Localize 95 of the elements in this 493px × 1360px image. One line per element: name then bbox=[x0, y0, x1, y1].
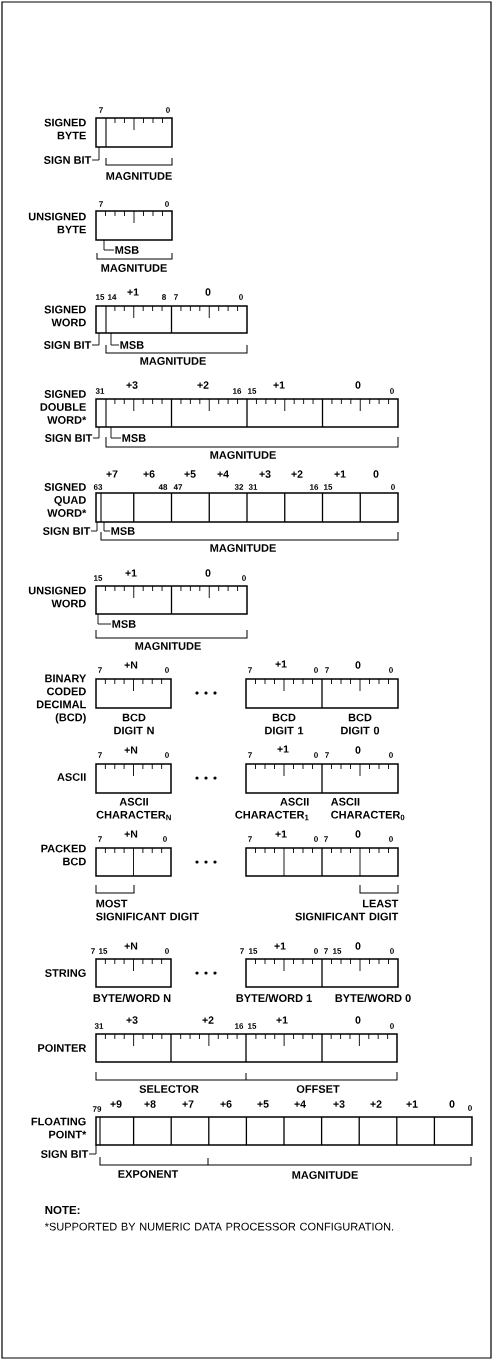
byte-number: +N bbox=[124, 746, 138, 754]
field-label: BYTE/WORD 0 bbox=[335, 993, 411, 1003]
leader-line bbox=[110, 426, 122, 439]
field-label: BYTE/WORD N bbox=[93, 993, 171, 1003]
bit-number: 63 bbox=[93, 484, 103, 490]
leader-line bbox=[90, 521, 98, 532]
leader-line bbox=[97, 613, 112, 625]
leader-label: SIGN BIT bbox=[42, 527, 91, 535]
data-type-label: PACKED BCD bbox=[41, 844, 86, 866]
byte-number: +3 bbox=[259, 470, 271, 478]
leader-label: MSB bbox=[122, 434, 146, 442]
bit-number: 79 bbox=[92, 1106, 102, 1112]
register-drawing bbox=[95, 210, 173, 241]
bit-number: 7 bbox=[91, 948, 95, 954]
field-label: MAGNITUDE bbox=[210, 544, 276, 552]
byte-number: +2 bbox=[291, 470, 303, 478]
field-label: SELECTOR bbox=[139, 1085, 199, 1093]
byte-number: +1 bbox=[275, 830, 287, 838]
leader-line bbox=[91, 332, 100, 346]
data-type-label: STRING bbox=[45, 969, 86, 977]
byte-number: +N bbox=[124, 830, 138, 838]
field-label: BYTE/WORD 1 bbox=[236, 993, 312, 1003]
register-drawing bbox=[95, 847, 172, 877]
leader-label: SIGN BIT bbox=[43, 341, 92, 349]
leader-label: SIGN BIT bbox=[40, 1150, 89, 1158]
register-drawing bbox=[95, 1033, 398, 1063]
field-label: MAGNITUDE bbox=[292, 1171, 358, 1179]
byte-number: +1 bbox=[276, 1016, 288, 1024]
note-text: *SUPPORTED BY NUMERIC DATA PROCESSOR CONFIGURATION. bbox=[44, 1222, 394, 1231]
field-label: LEAST SIGNIFICANT DIGIT bbox=[295, 899, 399, 921]
field-label: OFFSET bbox=[296, 1085, 340, 1093]
byte-number: 0 bbox=[205, 288, 211, 296]
byte-number: +1 bbox=[334, 470, 346, 478]
leader-label: SIGN BIT bbox=[44, 434, 93, 442]
register-drawing bbox=[95, 763, 172, 794]
field-label: ASCII CHARACTER$_{0}$ bbox=[330, 797, 405, 821]
byte-number: +3 bbox=[126, 381, 138, 389]
register-drawing bbox=[245, 847, 399, 877]
byte-number: +1 bbox=[273, 381, 285, 389]
byte-number: +2 bbox=[202, 1016, 214, 1024]
field-label: BCD DIGIT N bbox=[114, 713, 154, 735]
register-drawing bbox=[95, 1116, 473, 1146]
register-drawing bbox=[95, 305, 248, 334]
byte-number: +4 bbox=[217, 470, 229, 478]
byte-number: +1 bbox=[275, 660, 287, 668]
leader-line bbox=[103, 521, 111, 532]
leader-label: MSB bbox=[115, 246, 139, 254]
register-drawing bbox=[95, 492, 399, 523]
field-label: MAGNITUDE bbox=[210, 451, 276, 459]
leader-line bbox=[91, 146, 100, 161]
register-drawing bbox=[95, 958, 172, 988]
byte-number: +2 bbox=[197, 381, 209, 389]
leader-line bbox=[92, 426, 100, 439]
bit-number: 15 bbox=[94, 575, 103, 581]
byte-number: +3 bbox=[126, 1016, 138, 1024]
register-drawing bbox=[245, 763, 399, 794]
register-drawing bbox=[245, 958, 399, 988]
byte-number: 0 bbox=[355, 381, 361, 389]
data-type-label: ASCII bbox=[57, 773, 86, 781]
leader-label: MSB bbox=[112, 620, 136, 628]
field-label: MAGNITUDE bbox=[135, 642, 201, 650]
byte-number: +1 bbox=[127, 288, 139, 296]
leader-line bbox=[110, 332, 120, 346]
field-label: MAGNITUDE bbox=[101, 264, 167, 272]
byte-number: +1 bbox=[277, 745, 289, 753]
byte-number: 0 bbox=[355, 830, 361, 838]
leader-line bbox=[88, 1144, 97, 1155]
byte-number: +6 bbox=[143, 470, 155, 478]
register-drawing bbox=[95, 585, 248, 615]
byte-number: +7 bbox=[106, 470, 118, 478]
register-drawing bbox=[245, 678, 399, 709]
data-type-label: FLOATING POINT* bbox=[31, 1117, 87, 1139]
byte-number: +5 bbox=[184, 470, 196, 478]
field-label: ASCII CHARACTER$_{1}$ bbox=[235, 797, 309, 821]
leader-label: MSB bbox=[111, 527, 135, 535]
byte-number: 0 bbox=[355, 661, 361, 669]
byte-number: 0 bbox=[355, 746, 361, 754]
leader-label: MSB bbox=[120, 341, 144, 349]
field-label: MAGNITUDE bbox=[106, 172, 172, 180]
register-drawing bbox=[95, 398, 399, 428]
leader-label: SIGN BIT bbox=[43, 156, 92, 164]
byte-number: 0 bbox=[373, 470, 379, 478]
field-label: MOST SIGNIFICANT DIGIT bbox=[96, 899, 199, 921]
register-drawing bbox=[95, 678, 172, 709]
note-heading: NOTE: bbox=[45, 1205, 80, 1215]
byte-number: +N bbox=[124, 661, 138, 669]
bit-number: 7 bbox=[240, 948, 244, 954]
field-label: ASCII CHARACTER$_{N}$ bbox=[96, 797, 171, 821]
leader-line bbox=[103, 239, 115, 251]
field-label: BCD DIGIT 0 bbox=[341, 713, 380, 735]
field-label: EXPONENT bbox=[118, 1170, 179, 1178]
field-label: MAGNITUDE bbox=[140, 357, 206, 365]
data-type-label: POINTER bbox=[38, 1044, 87, 1052]
byte-number: 0 bbox=[355, 1016, 361, 1024]
register-drawing bbox=[95, 117, 173, 148]
